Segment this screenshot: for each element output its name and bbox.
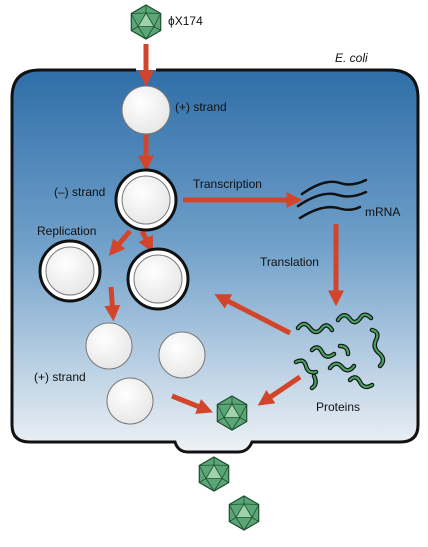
released-capsid-2 [228, 495, 260, 531]
plus-strand-progeny-2 [158, 331, 206, 379]
plus-strand-progeny-3 [106, 377, 154, 425]
plus-strand-progeny-1 [85, 322, 133, 370]
cell-name-label: E. coli [335, 51, 368, 65]
pathway-arrows [104, 44, 345, 414]
proteins-to-assembly-arrow [257, 374, 302, 406]
plus-strand-circle-top [121, 85, 171, 135]
protein-feedback-arrow [214, 294, 292, 336]
replication-arrow-left [108, 229, 132, 256]
virus-name-label: ϕX174 [168, 14, 203, 28]
strand-to-assembly-arrow [171, 393, 213, 414]
mrna-label: mRNA [365, 205, 400, 219]
plus-strand-label-top: (+) strand [175, 100, 227, 114]
replication-arrow-right [138, 229, 153, 253]
virus-capsid-entering [130, 4, 162, 40]
plus-strand-label-bottom: (+) strand [34, 370, 86, 384]
transcription-label: Transcription [193, 177, 262, 191]
strand-release-arrow [104, 286, 121, 322]
mrna-strands [296, 178, 368, 220]
released-capsid-1 [198, 456, 230, 492]
translation-label: Translation [260, 255, 319, 269]
protein-squiggles-color [294, 313, 385, 390]
replication-label: Replication [37, 224, 96, 238]
minus-strand-label: (–) strand [54, 185, 105, 199]
proteins-label: Proteins [316, 400, 360, 414]
